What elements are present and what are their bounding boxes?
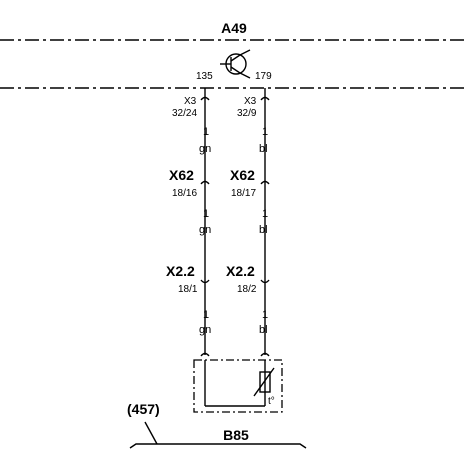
reference-label: (457) [127,401,160,417]
component-b85-label: B85 [223,427,249,443]
thermistor-icon [253,367,275,397]
connector-x22-label-right: X2.2 [226,263,255,279]
wire-right-color-3: bl [259,324,268,336]
connector-x62: X62 18/16 X62 18/17 [169,167,270,199]
connector-x62-label-right: X62 [230,167,255,183]
connector-x62-pin-left: 18/16 [172,188,197,199]
module-pin-right: 179 [255,71,272,82]
wire-left-color-2: gn [199,224,211,236]
wire-left-color-3: gn [199,324,211,336]
connector-x3-pin-left: 32/24 [172,108,197,119]
connector-x22-label-left: X2.2 [166,263,195,279]
component-b85: t° [193,352,283,413]
reference-leader [144,421,158,445]
component-bracket [129,443,307,449]
connector-x62-pin-right: 18/17 [231,188,256,199]
wire-left-size-3: 1 [203,309,209,321]
wire-left-size-2: 1 [203,208,209,220]
wire-left-size-1: 1 [203,126,209,138]
connector-x22-pin-right: 18/2 [237,284,257,295]
wire-right-color-1: bl [259,143,268,155]
wire-right-size-1: 1 [262,126,268,138]
transistor-icon [220,49,251,79]
wire-left-color-1: gn [199,143,211,155]
connector-x3-pin-right: 32/9 [237,108,257,119]
sensor-symbol-label: t° [268,396,275,407]
connector-x2-2: X2.2 18/1 X2.2 18/2 [166,263,270,295]
connector-x3: X3 32/24 X3 32/9 [172,96,270,119]
wire-right-size-2: 1 [262,208,268,220]
connector-x62-label-left: X62 [169,167,194,183]
wire-right-size-3: 1 [262,309,268,321]
module-a49-label: A49 [221,20,247,36]
wire-right-color-2: bl [259,224,268,236]
connector-x22-pin-left: 18/1 [178,284,198,295]
connector-x3-label-right: X3 [244,96,257,107]
connector-x3-label-left: X3 [184,96,197,107]
module-pin-left: 135 [196,71,213,82]
